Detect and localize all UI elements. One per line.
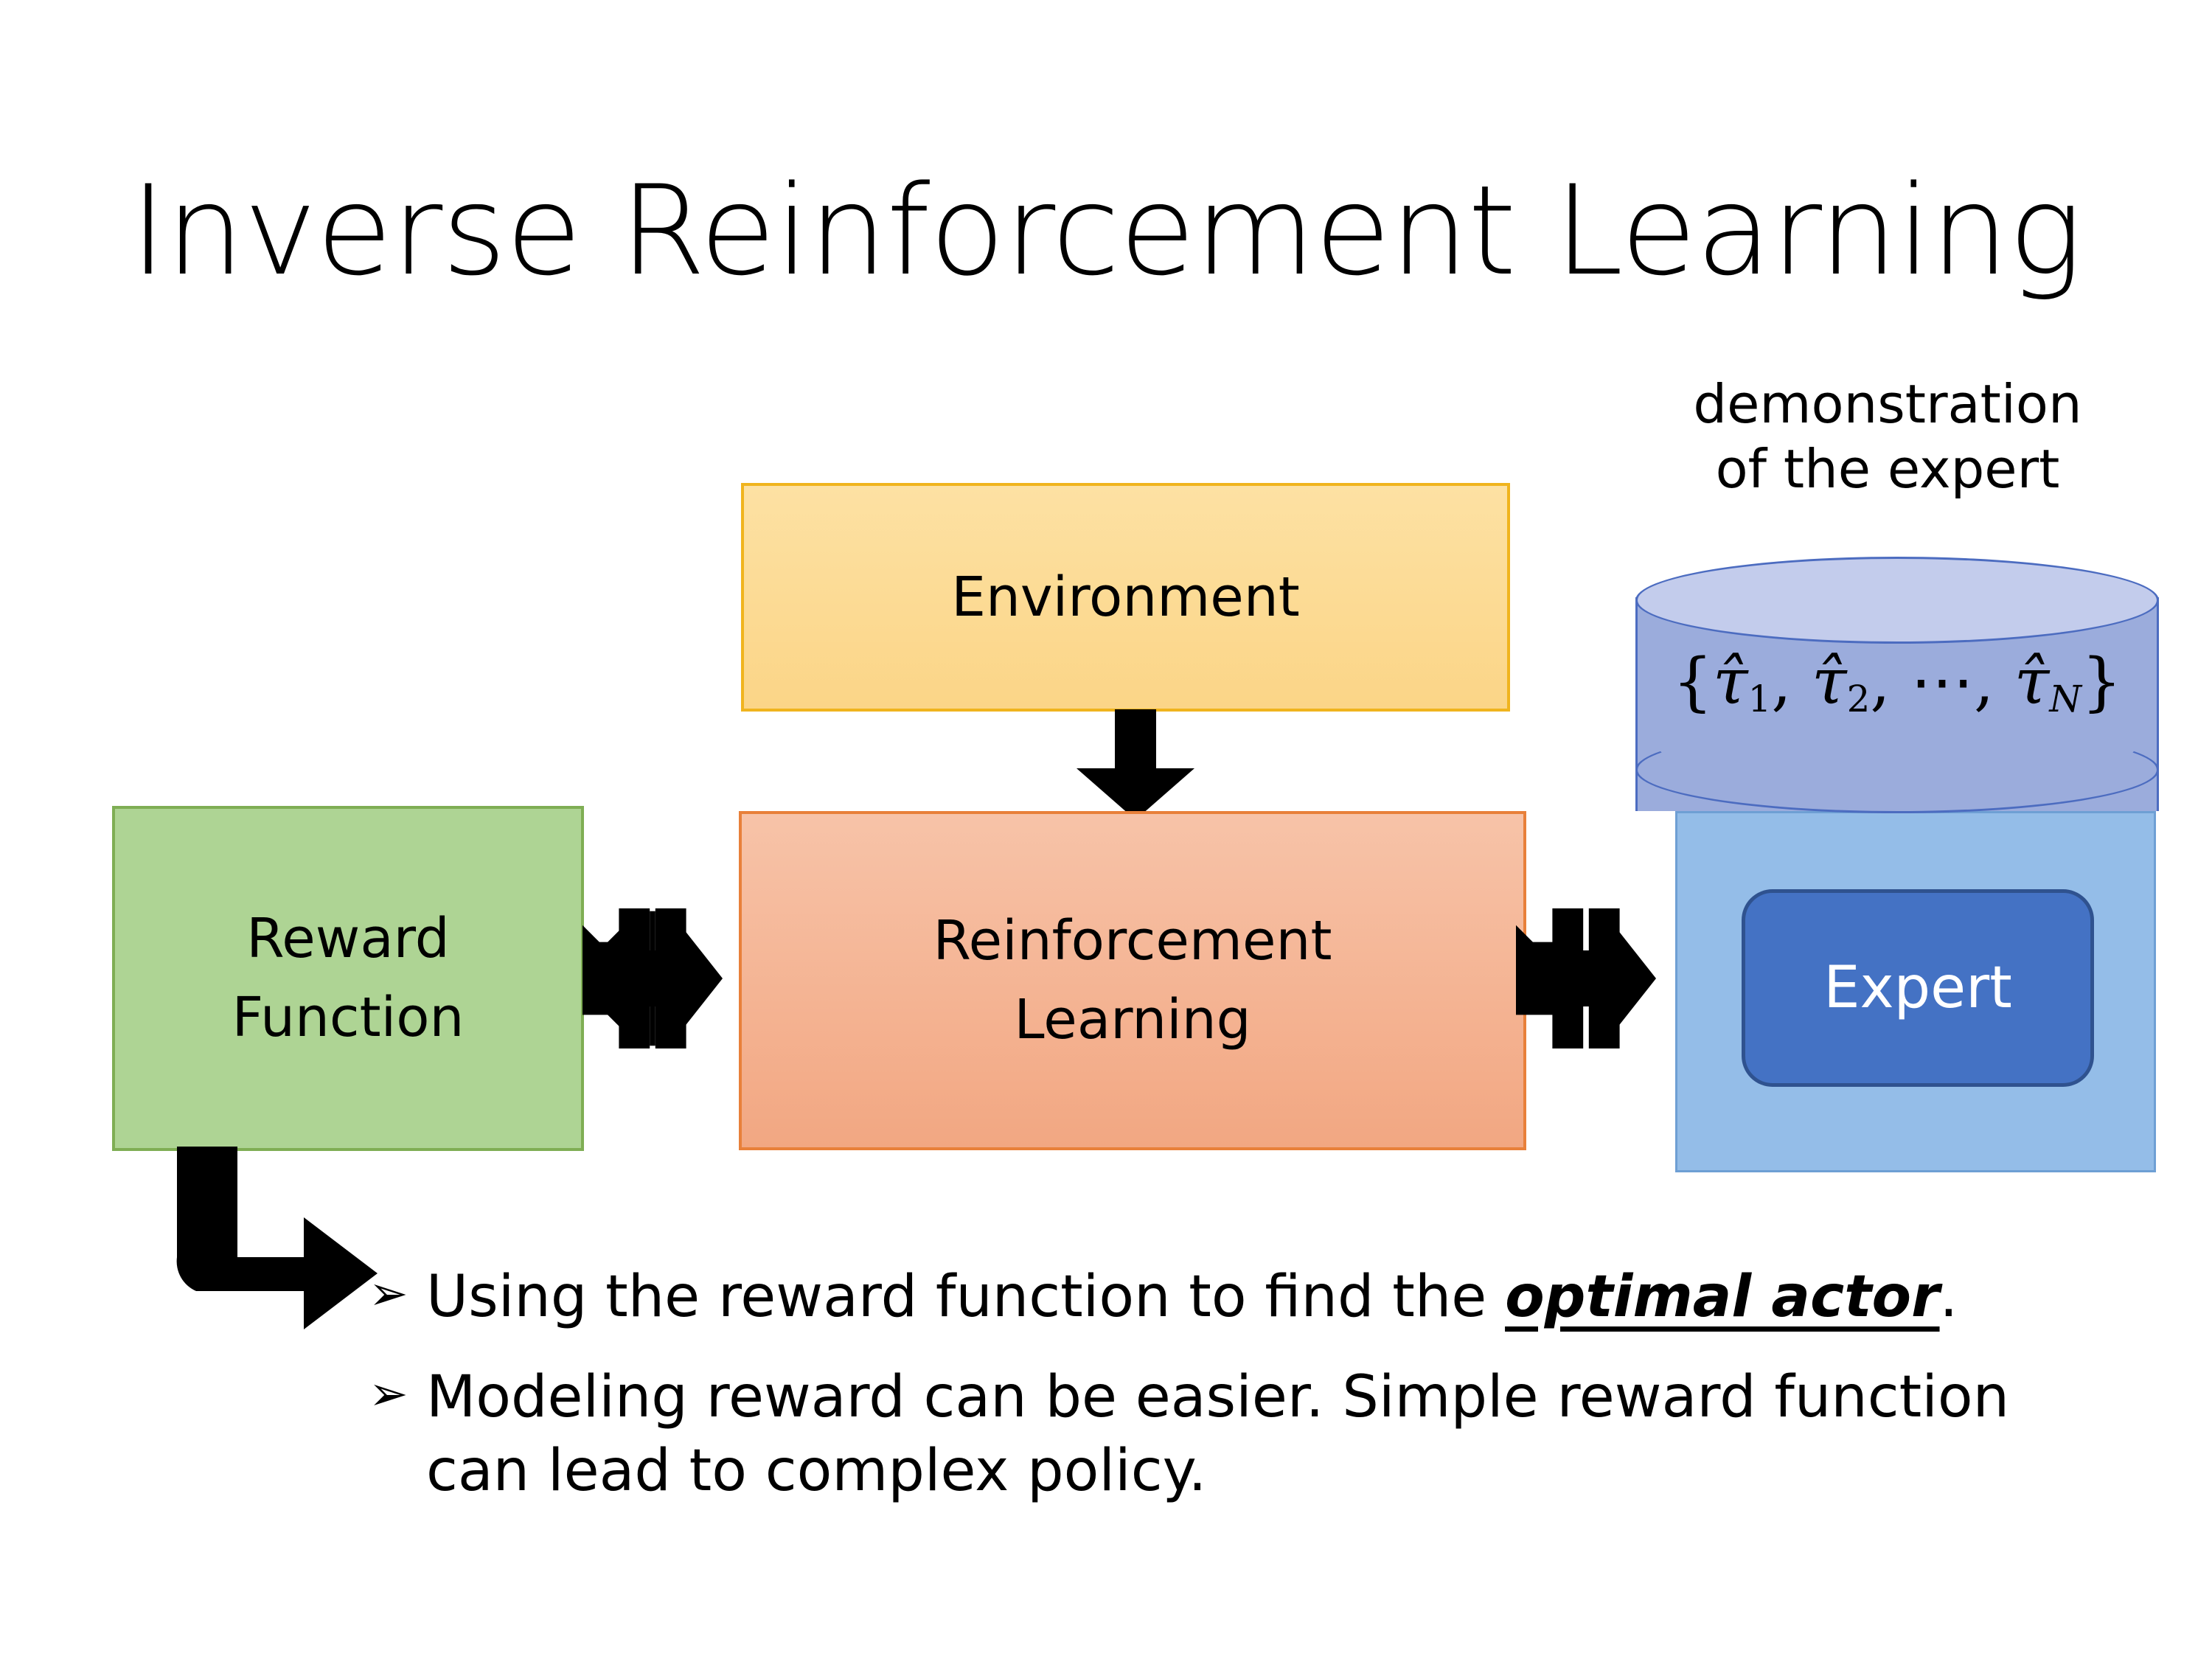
cylinder-bottom-ellipse: [1635, 726, 2159, 813]
bullet-marker-icon: ➢: [369, 1366, 408, 1422]
bullet-1-suffix: .: [1939, 1264, 1958, 1330]
expert-label: Expert: [1823, 955, 2012, 1021]
bullet-text-1: Using the reward function to find the op…: [426, 1261, 2101, 1335]
page-title: Inverse Reinforcement Learning: [130, 159, 2082, 303]
down-arrow-icon: [1077, 709, 1194, 820]
bullet-marker-icon: ➢: [369, 1267, 408, 1321]
rl-label-line1: Reinforcement: [933, 908, 1332, 973]
reward-label-line1: Reward: [246, 906, 450, 970]
tau-2-subscript: 2: [1846, 677, 1871, 720]
tau-n-subscript: N: [2049, 677, 2081, 720]
tau-1-subscript: 1: [1747, 677, 1772, 720]
list-item: ➢ Using the reward function to find the …: [369, 1261, 2101, 1335]
demonstration-database-cylinder[interactable]: {τ̂1, τ̂2, ⋯, τ̂N}: [1635, 557, 2159, 852]
bullet-1-prefix: Using the reward function to find the: [426, 1264, 1506, 1330]
tau-2: τ̂: [1812, 645, 1847, 719]
brace-open: {: [1672, 645, 1714, 719]
bullet-1-emphasis: optimal actor: [1505, 1264, 1940, 1330]
tau-n: τ̂: [2014, 645, 2050, 719]
environment-label: Environment: [951, 566, 1300, 629]
ellipsis-symbol: ⋯: [1910, 645, 1975, 719]
cylinder-top-ellipse: [1635, 557, 2159, 644]
expert-box[interactable]: Expert: [1742, 889, 2094, 1087]
reward-function-box[interactable]: Reward Function: [112, 806, 584, 1151]
reward-label-line2: Function: [232, 986, 465, 1049]
environment-box[interactable]: Environment: [741, 483, 1510, 712]
rl-label-line2: Learning: [1014, 988, 1251, 1051]
demonstration-line2: of the expert: [1715, 437, 2060, 500]
demonstration-caption: demonstration of the expert: [1630, 372, 2146, 502]
quad-arrow-icon-right: [1516, 908, 1656, 1048]
reinforcement-learning-box[interactable]: Reinforcement Learning: [739, 811, 1526, 1150]
separator-1: ,: [1771, 645, 1812, 719]
demonstration-line1: demonstration: [1693, 373, 2082, 435]
bullet-text-2: Modeling reward can be easier. Simple re…: [426, 1363, 2010, 1504]
tau-1: τ̂: [1713, 645, 1748, 719]
brace-close: }: [2081, 645, 2122, 719]
separator-2: ,: [1870, 645, 1911, 719]
list-item: ➢ Modeling reward can be easier. Simple …: [369, 1361, 2101, 1509]
bullet-list: ➢ Using the reward function to find the …: [369, 1261, 2101, 1534]
elbow-arrow-icon: [176, 1147, 378, 1329]
quad-arrow-icon-left: [582, 908, 723, 1048]
trajectory-set-formula: {τ̂1, τ̂2, ⋯, τ̂N}: [1635, 645, 2159, 720]
separator-3: ,: [1974, 645, 2014, 719]
